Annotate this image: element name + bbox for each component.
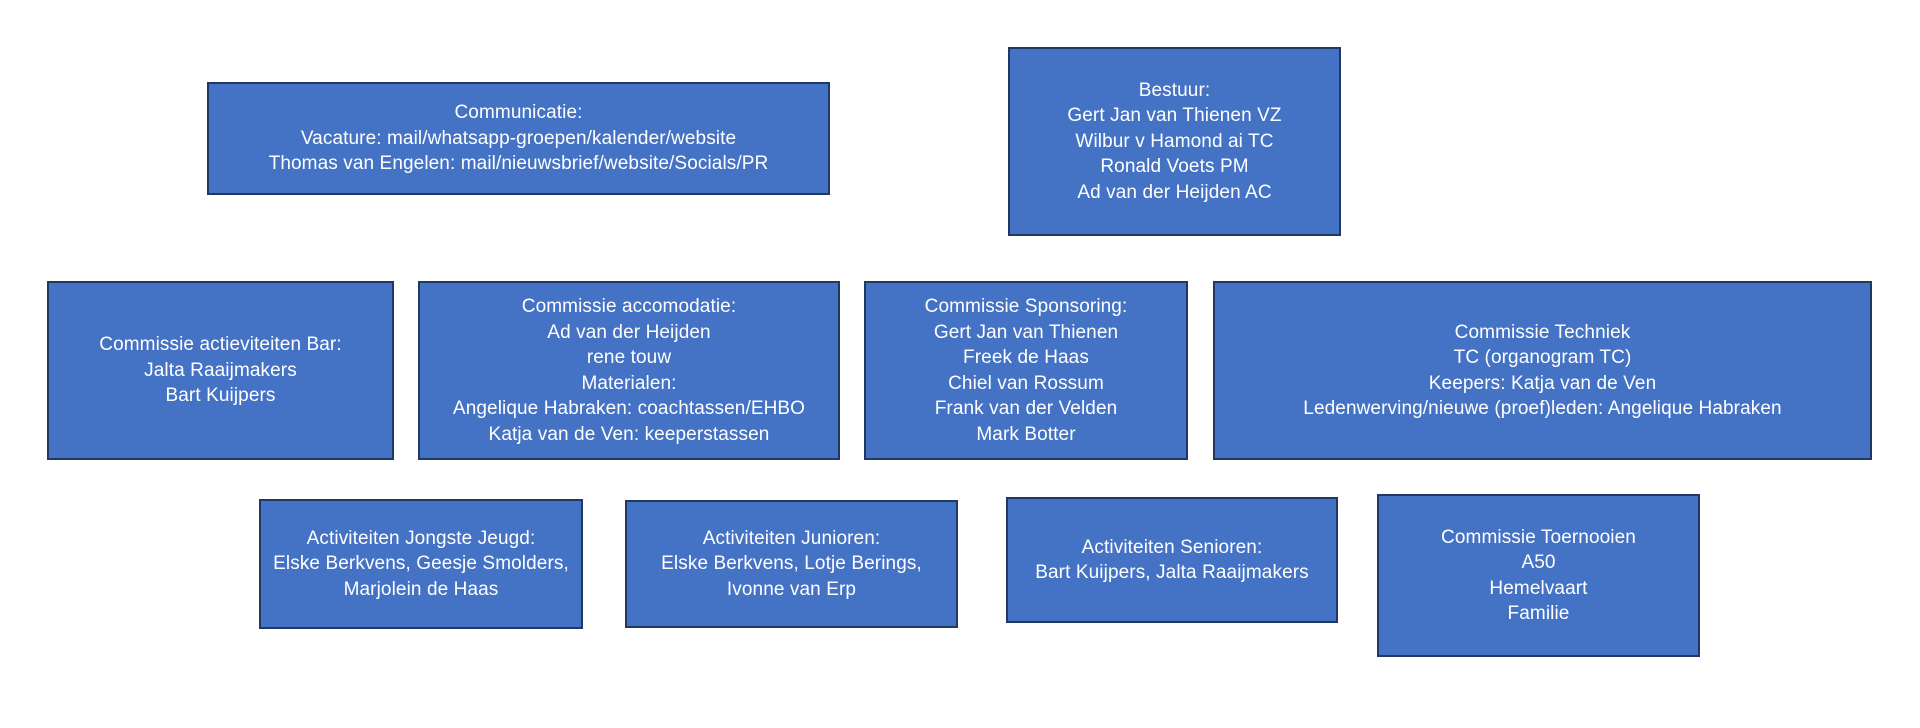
- org-box-communicatie[interactable]: Communicatie: Vacature: mail/whatsapp-gr…: [207, 82, 830, 195]
- org-box-line: Gert Jan van Thienen VZ: [1067, 105, 1282, 127]
- org-box-line: Angelique Habraken: coachtassen/EHBO: [452, 398, 806, 419]
- org-box-line: Commissie Toernooien: [1441, 526, 1636, 548]
- org-box-line: Wilbur v Hamond ai TC: [1075, 130, 1274, 152]
- org-box-line: Commissie accomodatie:: [521, 296, 737, 317]
- org-box-line: Thomas van Engelen: mail/nieuwsbrief/web…: [268, 153, 769, 175]
- org-box-activiteiten-jongste-jeugd[interactable]: Activiteiten Jongste Jeugd: Elske Berkve…: [259, 499, 583, 629]
- org-box-commissie-accomodatie[interactable]: Commissie accomodatie: Ad van der Heijde…: [418, 281, 840, 460]
- org-box-line: Familie: [1507, 603, 1570, 624]
- org-box-commissie-toernooien[interactable]: Commissie Toernooien A50 Hemelvaart Fami…: [1377, 494, 1700, 657]
- org-box-commissie-actieviteiten-bar[interactable]: Commissie actieviteiten Bar: Jalta Raaij…: [47, 281, 394, 460]
- org-box-line: Mark Botter: [976, 423, 1076, 445]
- org-box-commissie-sponsoring[interactable]: Commissie Sponsoring: Gert Jan van Thien…: [864, 281, 1188, 460]
- org-box-line: Activiteiten Jongste Jeugd:: [306, 527, 536, 549]
- org-box-line: Frank van der Velden: [934, 398, 1118, 419]
- org-box-line: Communicatie:: [454, 102, 583, 124]
- org-box-line: Elske Berkvens, Lotje Berings,: [661, 553, 922, 575]
- org-box-line: Commissie Sponsoring:: [924, 296, 1128, 317]
- org-box-line: Ledenwerving/nieuwe (proef)leden: Angeli…: [1303, 398, 1782, 419]
- org-box-line: Bart Kuijpers, Jalta Raaijmakers: [1035, 562, 1309, 583]
- org-box-line: Ad van der Heijden AC: [1077, 181, 1272, 203]
- org-box-line: Materialen:: [581, 372, 677, 394]
- org-box-line: A50: [1521, 552, 1556, 573]
- org-box-line: Commissie actieviteiten Bar:: [99, 334, 342, 356]
- org-box-line: Ronald Voets PM: [1100, 156, 1249, 178]
- org-box-line: Commissie Techniek: [1454, 321, 1631, 343]
- org-box-line: Vacature: mail/whatsapp-groepen/kalender…: [300, 127, 737, 149]
- org-box-activiteiten-junioren[interactable]: Activiteiten Junioren: Elske Berkvens, L…: [625, 500, 958, 628]
- org-box-line: Marjolein de Haas: [343, 578, 499, 600]
- org-box-line: Hemelvaart: [1489, 577, 1588, 599]
- org-box-line: Katja van de Ven: keeperstassen: [488, 423, 770, 445]
- org-box-line: Bart Kuijpers: [165, 385, 276, 407]
- org-box-line: Bestuur:: [1138, 79, 1211, 101]
- org-box-line: Activiteiten Senioren:: [1081, 536, 1263, 558]
- org-box-line: rene touw: [586, 347, 672, 368]
- org-box-line: Elske Berkvens, Geesje Smolders,: [273, 553, 569, 575]
- org-box-bestuur[interactable]: Bestuur: Gert Jan van Thienen VZ Wilbur …: [1008, 47, 1341, 236]
- org-box-line: Ivonne van Erp: [726, 578, 857, 600]
- org-box-line: Ad van der Heijden: [547, 321, 711, 343]
- org-box-line: Freek de Haas: [963, 347, 1089, 368]
- org-box-commissie-techniek[interactable]: Commissie Techniek TC (organogram TC) Ke…: [1213, 281, 1872, 460]
- org-box-line: Chiel van Rossum: [948, 372, 1104, 394]
- org-box-line: Gert Jan van Thienen: [933, 321, 1119, 343]
- org-box-line: TC (organogram TC): [1453, 347, 1632, 368]
- org-box-activiteiten-senioren[interactable]: Activiteiten Senioren: Bart Kuijpers, Ja…: [1006, 497, 1338, 623]
- org-box-line: Keepers: Katja van de Ven: [1428, 372, 1657, 394]
- org-box-line: Activiteiten Junioren:: [702, 527, 881, 549]
- org-box-line: Jalta Raaijmakers: [144, 359, 297, 381]
